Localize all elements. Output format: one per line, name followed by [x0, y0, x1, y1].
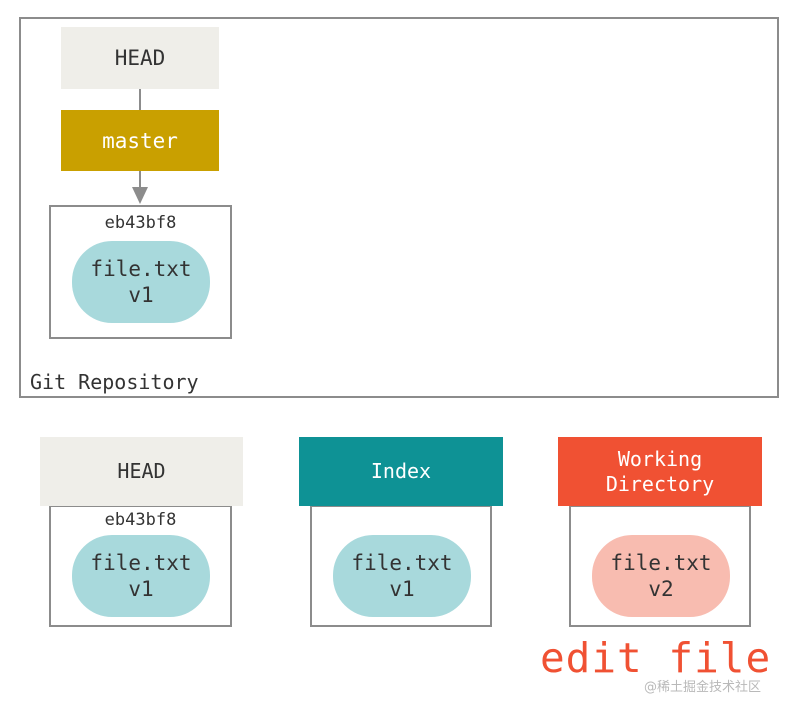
branch-label: master	[102, 128, 178, 153]
head-area-header: HEAD	[40, 437, 243, 506]
index-area-header: Index	[299, 437, 503, 506]
working-file-version: v2	[648, 577, 674, 601]
head-file-name: file.txt	[90, 551, 192, 575]
working-file-name: file.txt	[610, 551, 712, 575]
watermark: @稀土掘金技术社区	[644, 680, 762, 695]
working-directory-header: Working Directory	[558, 437, 762, 506]
git-repository-frame	[19, 17, 779, 398]
working-directory-label-line2: Directory	[605, 471, 715, 496]
head-area-label: HEAD	[117, 459, 166, 483]
head-area-frame: eb43bf8 file.txt v1	[49, 505, 232, 627]
working-file-blob: file.txt v2	[592, 535, 730, 617]
branch-to-commit-arrowhead	[132, 187, 148, 204]
repository-label: Git Repository	[30, 370, 199, 394]
action-label: edit file	[540, 634, 772, 682]
index-area-frame: file.txt v1	[310, 505, 492, 627]
head-file-version: v1	[128, 577, 154, 601]
index-file-name: file.txt	[351, 551, 453, 575]
working-directory-label-line1: Working	[617, 446, 703, 471]
file-blob: file.txt v1	[72, 241, 210, 323]
head-commit-id: eb43bf8	[104, 510, 177, 530]
index-file-blob: file.txt v1	[333, 535, 471, 617]
file-version: v1	[128, 283, 154, 307]
file-name: file.txt	[90, 257, 192, 281]
repository-commit: eb43bf8 file.txt v1	[49, 205, 232, 339]
branch-master: master	[61, 110, 219, 171]
working-directory-frame: file.txt v2	[569, 505, 751, 627]
head-pointer: HEAD	[61, 27, 219, 89]
head-file-blob: file.txt v1	[72, 535, 210, 617]
head-pointer-label: HEAD	[114, 46, 166, 70]
index-file-version: v1	[389, 577, 415, 601]
commit-id: eb43bf8	[104, 213, 177, 233]
index-area-label: Index	[370, 459, 432, 483]
